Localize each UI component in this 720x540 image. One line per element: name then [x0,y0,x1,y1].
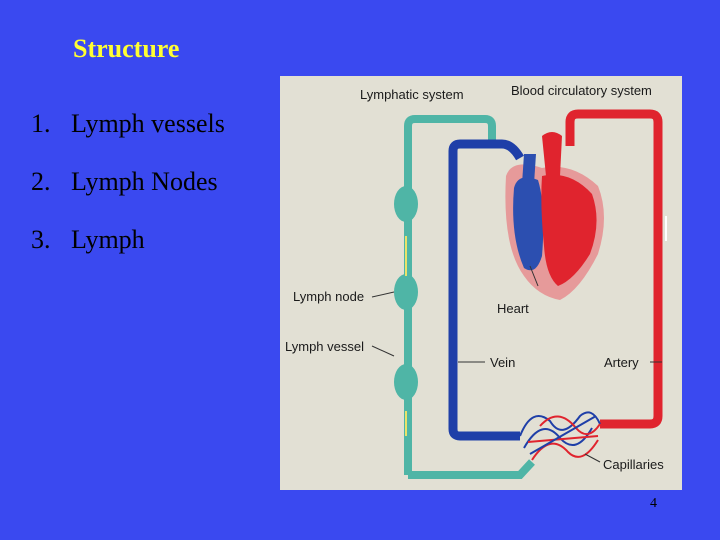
list-item: 1. Lymph vessels [31,108,225,166]
vena-cava [522,154,536,184]
list-item-text: Lymph Nodes [71,167,218,196]
label-artery: Artery [604,355,639,370]
label-blood-circulatory-system: Blood circulatory system [511,83,652,98]
list-item-text: Lymph vessels [71,109,225,138]
aorta [542,132,562,176]
label-heart: Heart [497,301,529,316]
capillary-bed [519,411,601,461]
artery-path [565,109,663,429]
heart-right [541,174,597,286]
lymph-vessel-bottom [408,459,535,479]
label-vein: Vein [490,355,516,370]
diagram-drawing [371,109,667,479]
list-item-number: 2. [31,167,51,196]
slide-title: Structure [73,34,180,63]
lymph-vessel-path [404,115,496,475]
structure-list: 1. Lymph vessels 2. Lymph Nodes 3. Lymph [31,108,225,282]
list-item: 2. Lymph Nodes [31,166,225,224]
vein-path [448,139,524,441]
list-item: 3. Lymph [31,224,225,282]
list-item-number: 3. [31,225,51,254]
label-lymphatic-system: Lymphatic system [360,87,464,102]
label-lymph-vessel: Lymph vessel [285,339,364,354]
list-item-text: Lymph [71,225,145,254]
circulation-diagram: Lymphatic system Blood circulatory syste… [280,76,682,490]
label-capillaries: Capillaries [603,457,664,472]
lymph-node [394,274,418,310]
heart-left [513,177,544,271]
lymph-node [394,186,418,222]
page-number: 4 [650,496,657,511]
list-item-number: 1. [31,109,51,138]
lymph-node [394,364,418,400]
label-lymph-node: Lymph node [293,289,365,304]
